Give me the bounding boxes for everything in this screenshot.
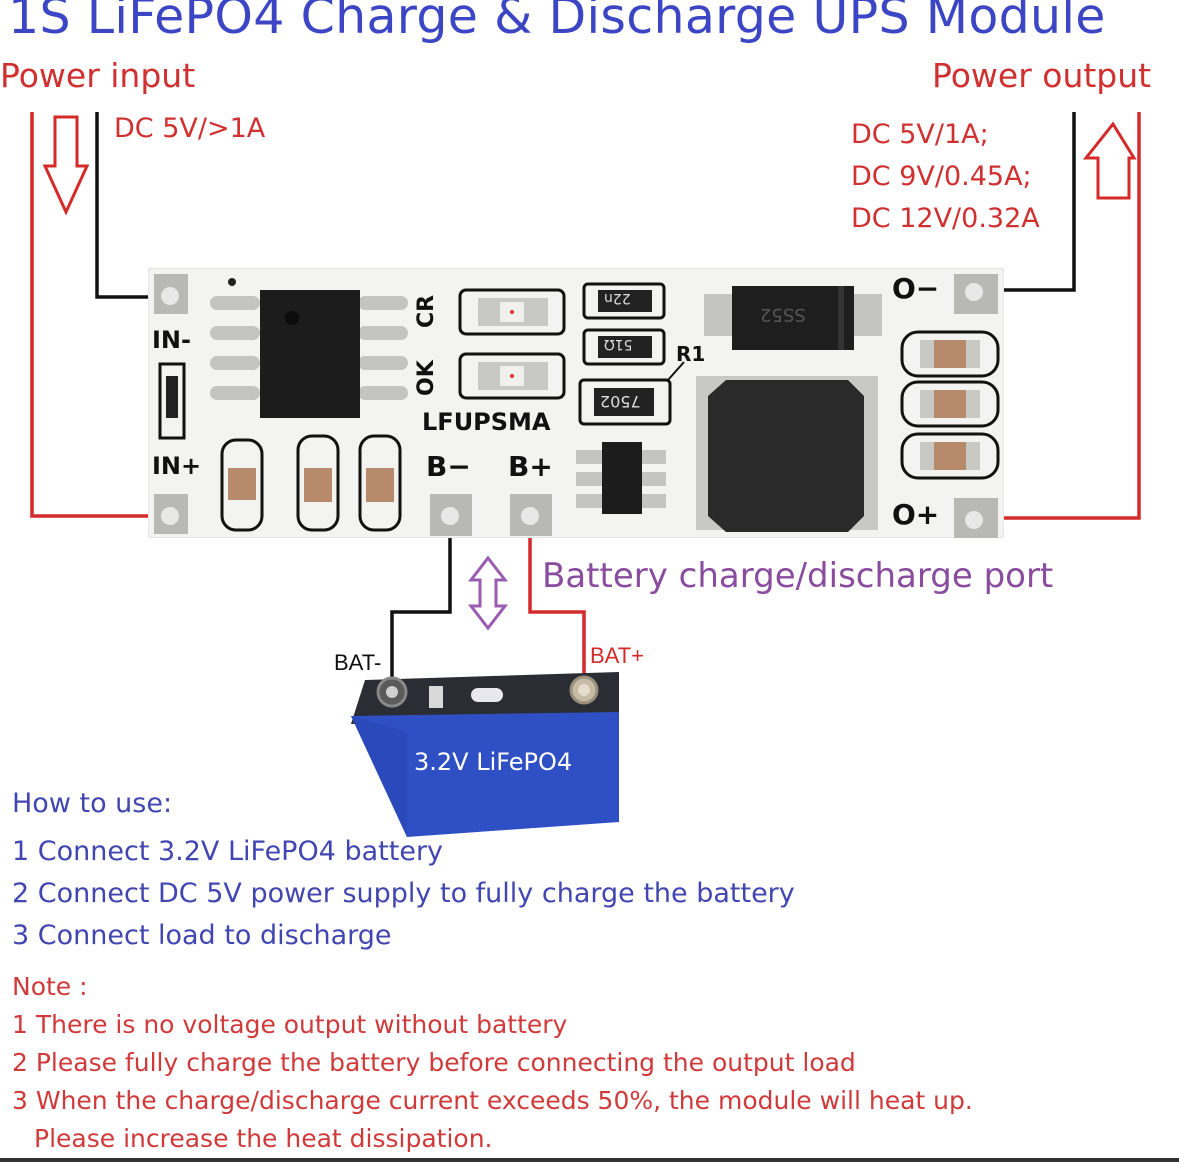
input-negative-wire — [95, 112, 168, 299]
capacitor — [900, 330, 1000, 378]
pin-label-b-minus: B− — [426, 450, 471, 483]
pad-in-minus — [154, 274, 188, 314]
output-negative-wire — [975, 112, 1076, 292]
how-to-use-step: 1 Connect 3.2V LiFePO4 battery — [12, 836, 444, 867]
boost-ic — [576, 442, 666, 514]
capacitor — [900, 380, 1000, 428]
pad-o-minus — [954, 274, 998, 314]
output-arrow-up-icon — [1082, 121, 1137, 200]
inductor — [696, 376, 878, 532]
charger-ic — [210, 290, 408, 418]
pad-b-plus — [510, 494, 552, 536]
capacitor — [900, 432, 1000, 480]
led-cr — [458, 288, 566, 336]
resistor-code: 22n — [604, 290, 631, 306]
led-ok — [458, 352, 566, 400]
battery-positive-label: BAT+ — [590, 643, 645, 668]
how-to-use-step: 2 Connect DC 5V power supply to fully ch… — [12, 878, 795, 909]
note-item: 3 When the charge/discharge current exce… — [12, 1086, 973, 1115]
led-label-ok: OK — [414, 360, 439, 396]
how-to-use-step: 3 Connect load to discharge — [12, 920, 392, 951]
battery-port-label: Battery charge/discharge port — [542, 556, 1054, 596]
battery-negative-wire — [390, 512, 452, 690]
diode-ss52 — [704, 286, 882, 350]
ups-module-pcb: IN- IN+ B− B+ O− O+ CR OK LFUPSMA R1 22n… — [147, 267, 1005, 539]
pad-o-plus — [954, 498, 998, 538]
led-label-cr: CR — [414, 294, 439, 328]
power-input-label: Power input — [0, 56, 196, 95]
note-item: 1 There is no voltage output without bat… — [12, 1010, 568, 1039]
input-arrow-down-icon — [42, 115, 90, 216]
battery-label: 3.2V LiFePO4 — [414, 748, 573, 776]
resistor — [582, 328, 666, 366]
resistor-code: 7502 — [600, 392, 641, 411]
pin-label-in-plus: IN+ — [152, 452, 202, 480]
resistor-code: 51Ω — [604, 336, 633, 352]
diode-marking: SS52 — [760, 304, 806, 325]
output-positive-wire — [975, 112, 1141, 520]
pcb-model-label: LFUPSMA — [422, 408, 551, 436]
power-output-spec-12v: DC 12V/0.32A — [851, 203, 1040, 234]
pin-label-in-minus: IN- — [152, 326, 191, 354]
power-output-spec-5v: DC 5V/1A; — [851, 119, 989, 150]
note-heading: Note : — [12, 972, 88, 1001]
power-input-spec: DC 5V/>1A — [114, 113, 266, 144]
bidirectional-arrow-icon — [467, 555, 509, 631]
capacitor — [296, 434, 340, 532]
pin-label-o-minus: O− — [892, 272, 940, 305]
resistor-r1 — [578, 378, 672, 426]
capacitor — [358, 434, 402, 532]
power-output-spec-9v: DC 9V/0.45A; — [851, 161, 1032, 192]
pad-b-minus — [430, 494, 472, 536]
bottom-border — [0, 1158, 1179, 1162]
pin-label-b-plus: B+ — [508, 450, 553, 483]
page-title: 1S LiFePO4 Charge & Discharge UPS Module — [8, 0, 1106, 45]
pin-label-o-plus: O+ — [892, 498, 940, 531]
pad-in-plus — [154, 494, 188, 534]
resistor — [582, 282, 666, 320]
input-positive-wire — [30, 112, 168, 518]
capacitor — [220, 438, 264, 532]
note-item-continuation: Please increase the heat dissipation. — [34, 1124, 493, 1153]
note-item: 2 Please fully charge the battery before… — [12, 1048, 856, 1077]
how-to-use-heading: How to use: — [12, 788, 173, 819]
battery-negative-label: BAT- — [334, 650, 382, 675]
resistor-ref-r1: R1 — [676, 342, 706, 366]
lifepo4-battery — [351, 672, 619, 837]
power-output-label: Power output — [932, 56, 1152, 95]
battery-positive-wire — [528, 512, 586, 690]
